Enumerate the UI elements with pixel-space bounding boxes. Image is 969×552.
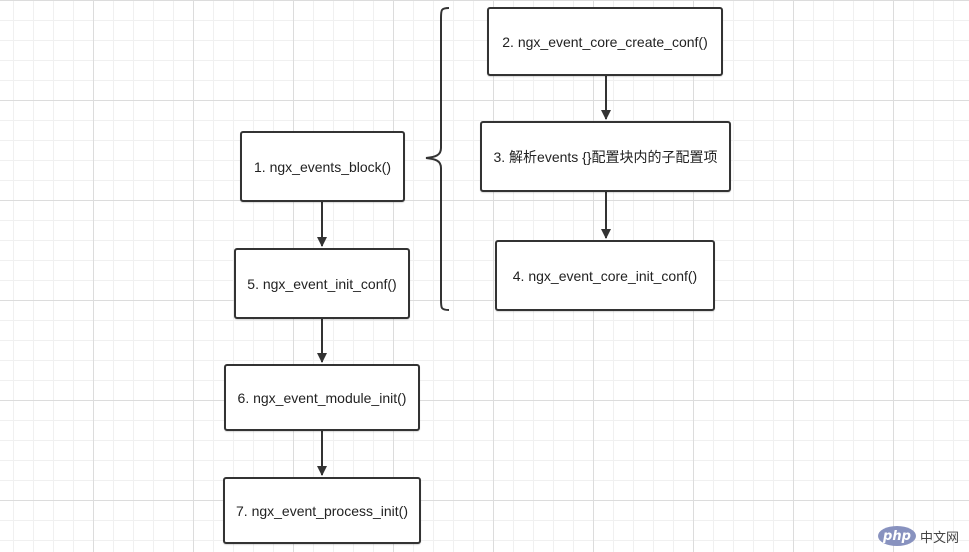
node-label: 2. ngx_event_core_create_conf() — [502, 33, 708, 50]
node-label: 5. ngx_event_init_conf() — [247, 275, 397, 292]
node-label: 3. 解析events {}配置块内的子配置项 — [493, 148, 718, 165]
php-logo-icon: php — [877, 526, 916, 546]
php-cn-watermark: php 中文网 — [877, 526, 959, 546]
node-ngx-event-core-create-conf[interactable]: 2. ngx_event_core_create_conf() — [487, 7, 723, 76]
watermark-text: 中文网 — [919, 530, 959, 546]
node-ngx-event-module-init[interactable]: 6. ngx_event_module_init() — [224, 364, 420, 431]
node-parse-events-block[interactable]: 3. 解析events {}配置块内的子配置项 — [480, 121, 731, 192]
node-label: 1. ngx_events_block() — [254, 158, 391, 175]
node-ngx-event-process-init[interactable]: 7. ngx_event_process_init() — [223, 477, 421, 544]
node-ngx-event-init-conf[interactable]: 5. ngx_event_init_conf() — [234, 248, 410, 319]
node-label: 7. ngx_event_process_init() — [236, 502, 408, 519]
node-label: 6. ngx_event_module_init() — [237, 389, 407, 406]
node-label: 4. ngx_event_core_init_conf() — [512, 267, 698, 284]
node-ngx-events-block[interactable]: 1. ngx_events_block() — [240, 131, 405, 202]
node-ngx-event-core-init-conf[interactable]: 4. ngx_event_core_init_conf() — [495, 240, 715, 311]
curly-brace — [425, 7, 450, 311]
